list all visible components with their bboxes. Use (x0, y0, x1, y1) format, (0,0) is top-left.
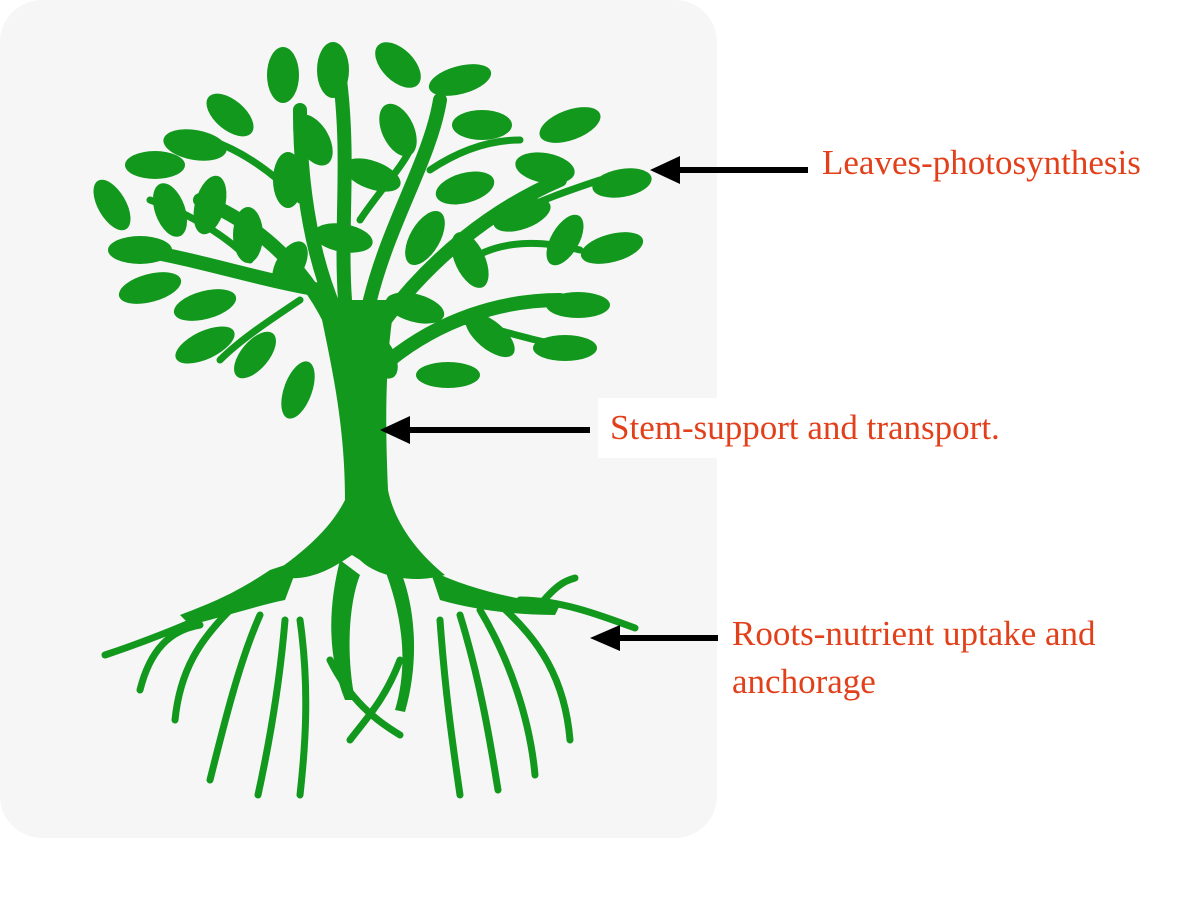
leaf (379, 103, 417, 157)
root (136, 621, 204, 694)
leaf (375, 42, 421, 88)
leaf (175, 326, 235, 364)
branch (333, 73, 352, 307)
root-flare (180, 560, 560, 712)
leaf (118, 272, 182, 304)
leaf (546, 292, 610, 318)
leaf (405, 210, 445, 266)
leaf (465, 312, 515, 358)
leaf (343, 158, 401, 192)
leaf (493, 198, 551, 232)
leaf (272, 241, 308, 289)
leaf (125, 151, 185, 179)
leaf (273, 152, 303, 208)
leaf (233, 207, 263, 263)
root (476, 606, 539, 779)
roots-label-line1: Roots-nutrient uptake and (732, 614, 1096, 653)
root (516, 596, 639, 632)
leaf (234, 331, 276, 379)
roots-label: Roots-nutrient uptake and anchorage (732, 610, 1096, 706)
leaf (451, 232, 489, 288)
leaf (592, 168, 652, 198)
root (456, 611, 502, 794)
tree-illustration (93, 42, 652, 799)
leaf (267, 47, 299, 103)
leaf (317, 42, 349, 98)
root (536, 574, 579, 609)
leaf (539, 107, 601, 143)
leaf (362, 331, 398, 379)
root (254, 616, 289, 799)
leaf (580, 232, 644, 264)
leaf (163, 129, 227, 161)
leaf (206, 93, 254, 137)
root (436, 616, 464, 799)
leaf (152, 183, 188, 237)
leaf (281, 361, 315, 419)
leaf (293, 114, 333, 166)
leaf (313, 223, 373, 253)
leaf (435, 171, 495, 205)
leaf (193, 175, 227, 235)
root (326, 656, 404, 739)
leaf (108, 236, 172, 264)
root (206, 611, 264, 784)
root (346, 656, 404, 744)
leaf (416, 362, 480, 388)
branch (363, 93, 447, 307)
root (496, 601, 574, 744)
leaf (452, 110, 512, 140)
tree-trunk (270, 300, 445, 580)
stem-label: Stem-support and transport. (598, 398, 1012, 458)
root (296, 616, 310, 799)
leaf (546, 214, 584, 266)
leaf (515, 152, 575, 184)
leaf (173, 289, 237, 321)
root (171, 606, 234, 724)
leaf (533, 335, 597, 361)
leaf (385, 292, 445, 324)
leaf (428, 64, 492, 96)
root (101, 596, 244, 659)
roots-label-line2: anchorage (732, 662, 876, 701)
leaf (93, 179, 131, 231)
leaves-label: Leaves-photosynthesis (822, 143, 1141, 182)
